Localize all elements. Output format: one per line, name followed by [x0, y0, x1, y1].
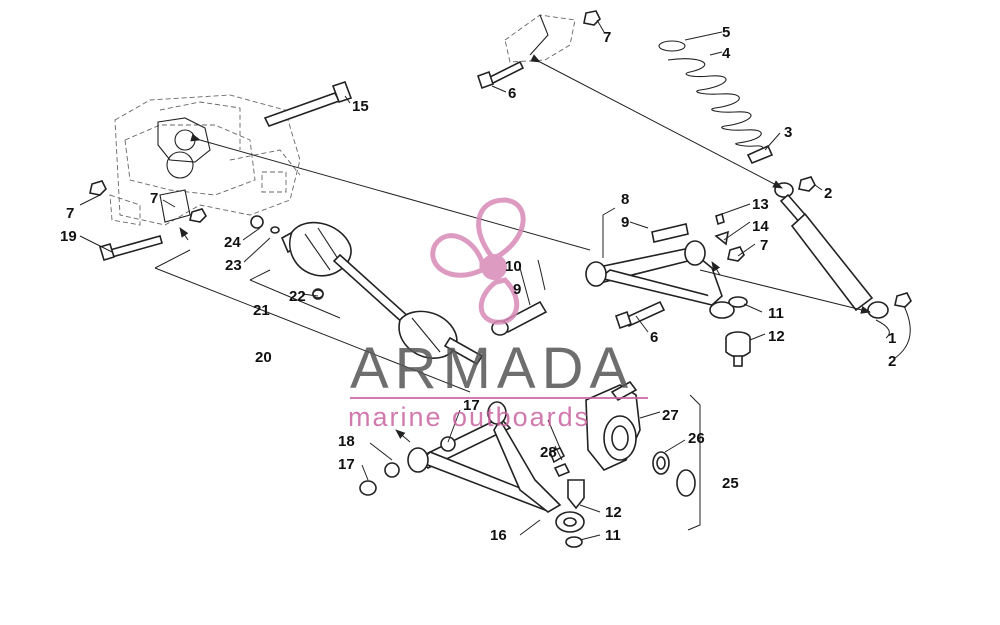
callout-4: 4 [722, 45, 731, 62]
nut-frame [189, 208, 207, 223]
upper-ball-joint [714, 212, 751, 367]
callout-19: 19 [60, 228, 77, 245]
callout-9: 9 [621, 214, 629, 231]
callout-2: 2 [824, 185, 832, 202]
steering-knuckle [548, 380, 696, 497]
spring-bushing [746, 144, 774, 165]
callout-28: 28 [540, 444, 557, 461]
group-brackets [154, 249, 701, 531]
callout-16: 16 [490, 527, 507, 544]
callout-1: 1 [888, 330, 896, 347]
callout-13: 13 [752, 196, 769, 213]
long-bolt [263, 80, 353, 127]
callout-7: 7 [603, 29, 611, 46]
upper-bracket [476, 10, 601, 90]
upper-a-arm [491, 223, 735, 336]
callout-15: 15 [352, 98, 369, 115]
callout-2: 2 [888, 353, 896, 370]
callout-7: 7 [760, 237, 768, 254]
callout-20: 20 [255, 349, 272, 366]
lower-a-arm [359, 401, 585, 548]
callout-9: 9 [513, 281, 521, 298]
callout-3: 3 [784, 124, 792, 141]
drive-axle [250, 215, 484, 366]
callout-11: 11 [605, 527, 621, 544]
coil-spring [658, 40, 764, 156]
callout-27: 27 [662, 407, 679, 424]
watermark-subtitle: marine outboards [348, 402, 590, 432]
watermark-title: ARMADA [350, 336, 634, 401]
callout-17: 17 [338, 456, 355, 473]
callout-24: 24 [224, 234, 241, 251]
armada-logo: ARMADA marine outboards [348, 197, 648, 432]
callout-7: 7 [150, 190, 158, 207]
callout-12: 12 [768, 328, 785, 345]
leader-lines [79, 19, 911, 541]
callout-18: 18 [338, 433, 355, 450]
callout-6: 6 [508, 85, 516, 102]
callout-11: 11 [768, 305, 784, 322]
shock-absorber [774, 176, 912, 319]
callout-26: 26 [688, 430, 705, 447]
bolt-left [98, 235, 163, 261]
nut-left [89, 180, 107, 196]
callout-labels: 1 2 2 3 4 5 6 6 7 7 7 7 8 9 9 10 11 11 1… [60, 24, 896, 544]
callout-14: 14 [752, 218, 769, 235]
callout-8: 8 [621, 191, 629, 208]
callout-23: 23 [225, 257, 242, 274]
callout-6: 6 [650, 329, 658, 346]
callout-7: 7 [66, 205, 74, 222]
assembly-arrows [179, 54, 871, 443]
callout-5: 5 [722, 24, 730, 41]
callout-22: 22 [289, 288, 306, 305]
callout-21: 21 [253, 302, 270, 319]
callout-25: 25 [722, 475, 739, 492]
callout-10: 10 [505, 258, 522, 275]
propeller-logo-icon [430, 197, 526, 325]
callout-17: 17 [463, 397, 480, 414]
callout-12: 12 [605, 504, 622, 521]
